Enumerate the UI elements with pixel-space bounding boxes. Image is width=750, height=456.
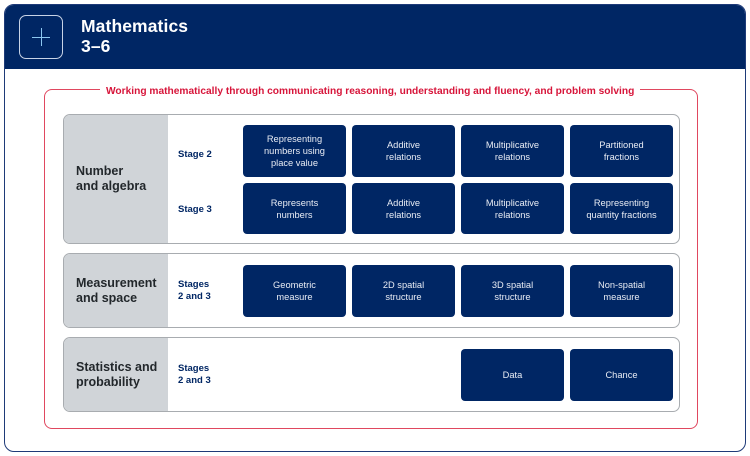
page-title: Mathematics 3–6 <box>81 16 189 56</box>
focus-area-box[interactable]: Additive relations <box>352 183 455 234</box>
strand-row-measurement-space: Measurement and space Stages 2 and 3 Geo… <box>63 253 680 328</box>
focus-area-box[interactable]: Representing numbers using place value <box>243 125 346 177</box>
plus-icon <box>19 15 63 59</box>
focus-area-box[interactable]: Representing quantity fractions <box>570 183 673 234</box>
focus-area-box[interactable]: Partitioned fractions <box>570 125 673 177</box>
working-mathematically-banner: Working mathematically through communica… <box>100 84 641 100</box>
strand-label: Number and algebra <box>64 115 168 243</box>
focus-area-box[interactable]: Represents numbers <box>243 183 346 234</box>
focus-area-box[interactable]: 2D spatial structure <box>352 265 455 317</box>
stage-label: Stages 2 and 3 <box>178 279 211 302</box>
stage-label: Stages 2 and 3 <box>178 363 211 386</box>
stage-label: Stage 2 <box>178 149 212 160</box>
focus-area-box[interactable]: Multiplicative relations <box>461 183 564 234</box>
focus-area-box[interactable]: 3D spatial structure <box>461 265 564 317</box>
stage-label: Stage 3 <box>178 204 212 215</box>
focus-area-box[interactable]: Multiplicative relations <box>461 125 564 177</box>
focus-area-box[interactable]: Data <box>461 349 564 401</box>
strand-label: Statistics and probability <box>64 338 168 411</box>
strand-row-number-algebra: Number and algebra Stage 2 Stage 3 Repre… <box>63 114 680 244</box>
strand-row-statistics-probability: Statistics and probability Stages 2 and … <box>63 337 680 412</box>
focus-area-box[interactable]: Chance <box>570 349 673 401</box>
focus-area-box[interactable]: Additive relations <box>352 125 455 177</box>
strand-label: Measurement and space <box>64 254 168 327</box>
focus-area-box[interactable]: Geometric measure <box>243 265 346 317</box>
focus-area-box[interactable]: Non-spatial measure <box>570 265 673 317</box>
header-bar: Mathematics 3–6 <box>5 5 745 69</box>
